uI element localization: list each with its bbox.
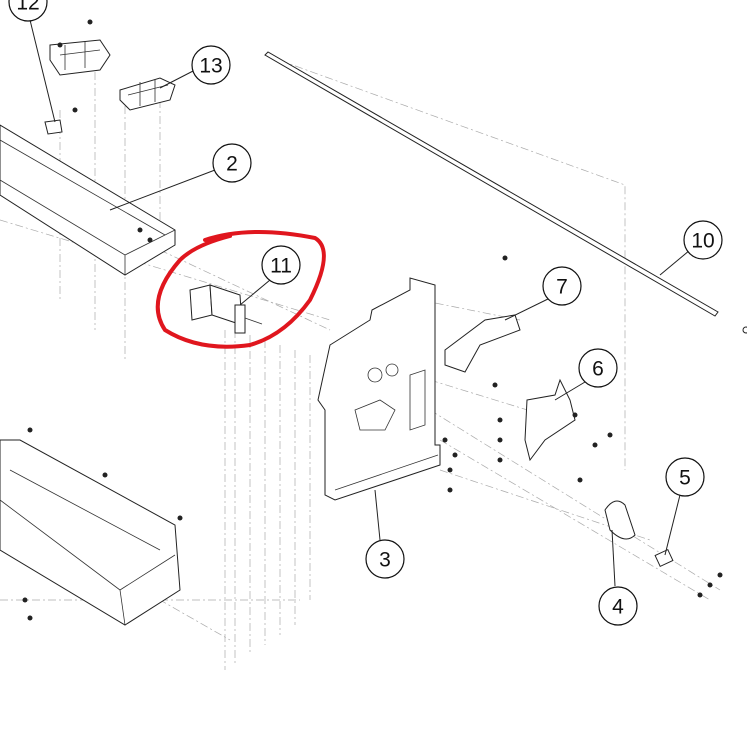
callout-circle [578,348,618,388]
callout-circle [598,586,638,626]
callout-circle [665,457,705,497]
lower-channel[interactable] [0,439,181,626]
screw [27,615,33,621]
callout-circle [365,539,405,579]
part-7-bracket[interactable] [444,314,521,373]
part-2-upper-channel[interactable] [0,124,176,276]
screw [57,42,63,48]
callout-label: 10 [691,230,714,253]
callout-label: 5 [679,467,691,490]
screw [87,19,93,25]
part-3-main-plate[interactable] [317,277,441,501]
callout-2[interactable]: 2 [212,143,252,183]
callout-label: 6 [592,358,604,381]
callout-12[interactable]: 12 [8,0,48,22]
part-4-knob[interactable] [604,500,636,540]
callout-10[interactable]: 10 [683,220,723,260]
screw [72,107,78,113]
screw [577,477,583,483]
callout-13[interactable]: 13 [191,45,231,85]
callout-label: 4 [612,596,624,619]
callout-4[interactable]: 4 [598,586,638,626]
fasteners [22,19,723,621]
screw [102,472,108,478]
callout-label: 13 [199,55,222,78]
screw [607,432,613,438]
callout-circle [191,45,231,85]
callout-circle [683,220,723,260]
screw [497,437,503,443]
screw [497,417,503,423]
screw [697,592,703,598]
part-5-fitting[interactable] [654,548,674,568]
screw [22,597,28,603]
screw [592,442,598,448]
screw [447,467,453,473]
screw [442,437,448,443]
highlight-circle [155,229,326,349]
screw [707,582,713,588]
screw [492,382,498,388]
screw [27,427,33,433]
screw [717,572,723,578]
callout-label: 11 [270,255,292,278]
screw [497,457,503,463]
callout-6[interactable]: 6 [578,348,618,388]
callout-label: 2 [226,153,238,176]
part-13-bracket[interactable] [119,77,176,111]
screw [447,487,453,493]
part-10-rod[interactable] [264,51,747,334]
screw [177,515,183,521]
screw [452,452,458,458]
screw [137,227,143,233]
callout-5[interactable]: 5 [665,457,705,497]
callout-circle [8,0,48,22]
callouts: 12 13 2 11 10 7 6 5 3 4 [8,0,723,626]
screw [572,412,578,418]
callout-11[interactable]: 11 [261,245,301,285]
part-12-bracket[interactable] [44,39,111,135]
part-6-bracket[interactable] [524,378,576,462]
part-11-motor[interactable] [189,284,263,334]
callout-circle [212,143,252,183]
callout-label: 3 [379,549,391,572]
callout-3[interactable]: 3 [365,539,405,579]
screw [502,255,508,261]
callout-label: 12 [16,0,39,15]
callout-circle [542,266,582,306]
leader-lines [29,19,691,587]
callout-label: 7 [556,276,568,299]
screw [147,237,153,243]
callout-circle [261,245,301,285]
callout-7[interactable]: 7 [542,266,582,306]
